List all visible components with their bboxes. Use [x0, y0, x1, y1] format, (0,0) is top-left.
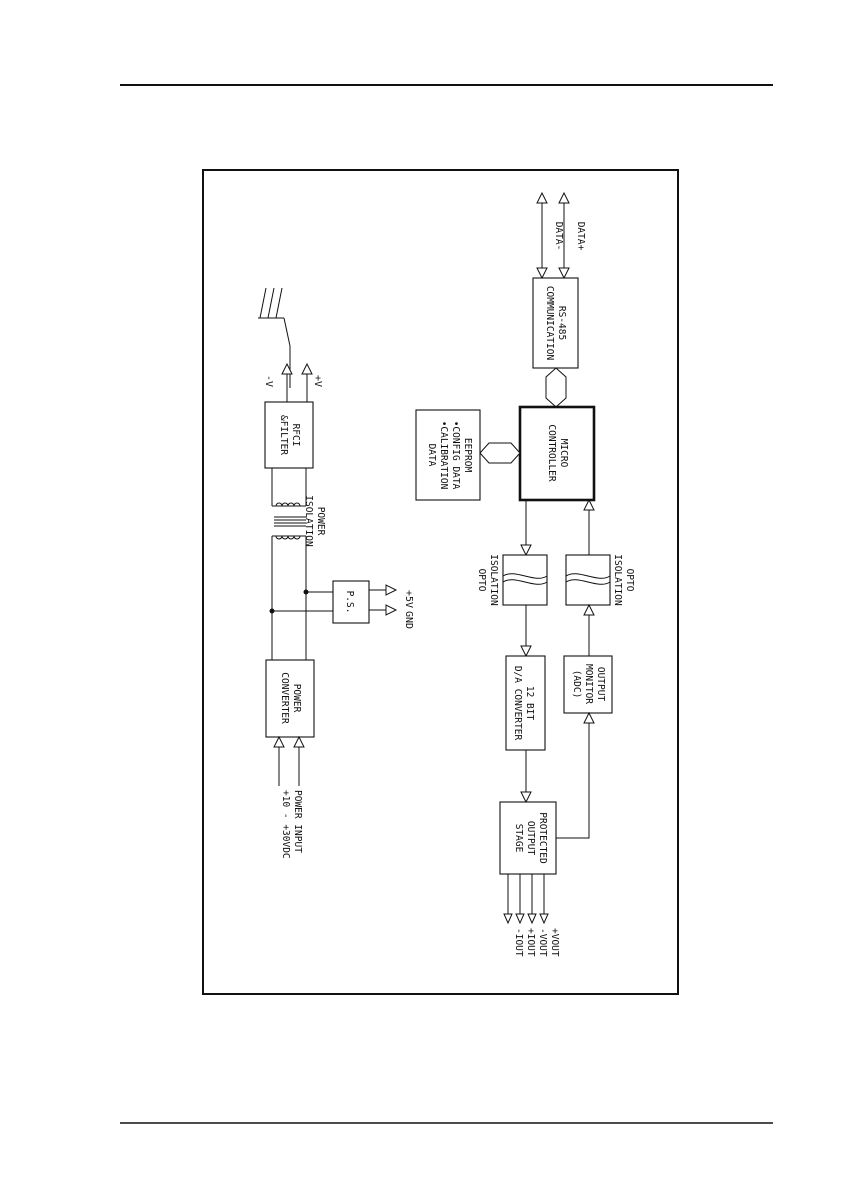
output-monitor-line3: (ADC) — [571, 670, 582, 699]
output-stage-line1: PROTECTED — [537, 812, 548, 864]
output-monitor-line1: OUTPUT — [595, 667, 606, 702]
output-monitor-label: OUTPUT MONITOR (ADC) — [571, 664, 606, 704]
rfi-filter-line2: &FILTER — [278, 415, 289, 455]
data-plus-text: DATA+ — [575, 222, 586, 251]
eeprom-line4: DATA — [426, 444, 437, 467]
data-minus-label: DATA- — [553, 222, 564, 251]
eeprom-line1: EEPROM — [462, 438, 473, 473]
minus-v-text: -V — [263, 375, 274, 387]
eeprom-bus-connector — [480, 443, 520, 463]
rs485-line1: RS-485 — [556, 306, 567, 340]
plus5v-text: +5V — [403, 590, 414, 608]
microcontroller-line1: MICRO — [558, 439, 569, 468]
data-minus-text: DATA- — [553, 222, 564, 251]
gnd-text: GND — [403, 611, 414, 629]
output-monitor-line2: MONITOR — [583, 664, 594, 704]
power-input-line1: POWER INPUT — [292, 790, 303, 853]
data-plus-label: DATA+ — [575, 222, 586, 251]
eeprom-line2: •CONFIG DATA — [450, 421, 461, 490]
dac-line1: 12 BIT — [524, 686, 535, 721]
power-isolation-line1: POWER — [315, 507, 326, 536]
power-input-line2: +10 - +30VDC — [280, 790, 291, 859]
output-signals-label: +VOUT -VOUT +IOUT -IOUT — [513, 928, 560, 957]
isolation-transformer-icon — [272, 503, 306, 539]
plus-v-arrow — [302, 364, 312, 402]
dac-line2: D/A CONVERTER — [512, 666, 523, 741]
plus-v-text: +V — [312, 375, 323, 387]
gnd-label: GND — [403, 611, 414, 629]
output-iout-plus: +IOUT — [525, 928, 536, 957]
rs485-line2: COMMUNICATION — [544, 286, 555, 361]
opto-right-line2: ISOLATION — [612, 554, 623, 606]
minus-v-label: -V — [263, 375, 274, 387]
output-vout-plus: +VOUT — [549, 928, 560, 957]
ps-label: P.S. — [344, 591, 355, 614]
output-stage-line2: OUTPUT — [525, 821, 536, 856]
opto-right-line1: OPTO — [624, 569, 635, 592]
output-vout-minus: -VOUT — [537, 928, 548, 957]
output-stage-line3: STAGE — [513, 824, 524, 853]
opto-left-line2: ISOLATION — [488, 554, 499, 606]
power-isolation-line2: ISOLATION — [303, 495, 314, 547]
rfi-filter-line1: RFCI — [290, 424, 301, 447]
power-converter-line1: POWER — [291, 684, 302, 713]
opto-left-line1: OPTO — [476, 569, 487, 592]
opto-isolation-right — [566, 555, 610, 605]
plus5v-label: +5V — [403, 590, 414, 608]
power-input-label: POWER INPUT +10 - +30VDC — [280, 790, 303, 859]
rs485-bus-connector — [546, 368, 566, 407]
microcontroller-line2: CONTROLLER — [546, 424, 557, 481]
data-minus-arrow — [537, 193, 547, 278]
output-arrows — [504, 874, 548, 923]
gnd-arrow — [369, 605, 396, 615]
eeprom-line3: •CALIBRATION — [438, 421, 449, 490]
power-input-arrows — [274, 737, 304, 786]
ps-text: P.S. — [344, 591, 355, 614]
opto-left-label: OPTO ISOLATION — [476, 554, 499, 606]
output-iout-minus: -IOUT — [513, 928, 524, 957]
opto-right-label: OPTO ISOLATION — [612, 554, 635, 606]
plus5v-arrow — [369, 585, 396, 595]
plus-v-label: +V — [312, 375, 323, 387]
power-converter-line2: CONVERTER — [279, 672, 290, 724]
opto-isolation-left — [503, 555, 547, 605]
